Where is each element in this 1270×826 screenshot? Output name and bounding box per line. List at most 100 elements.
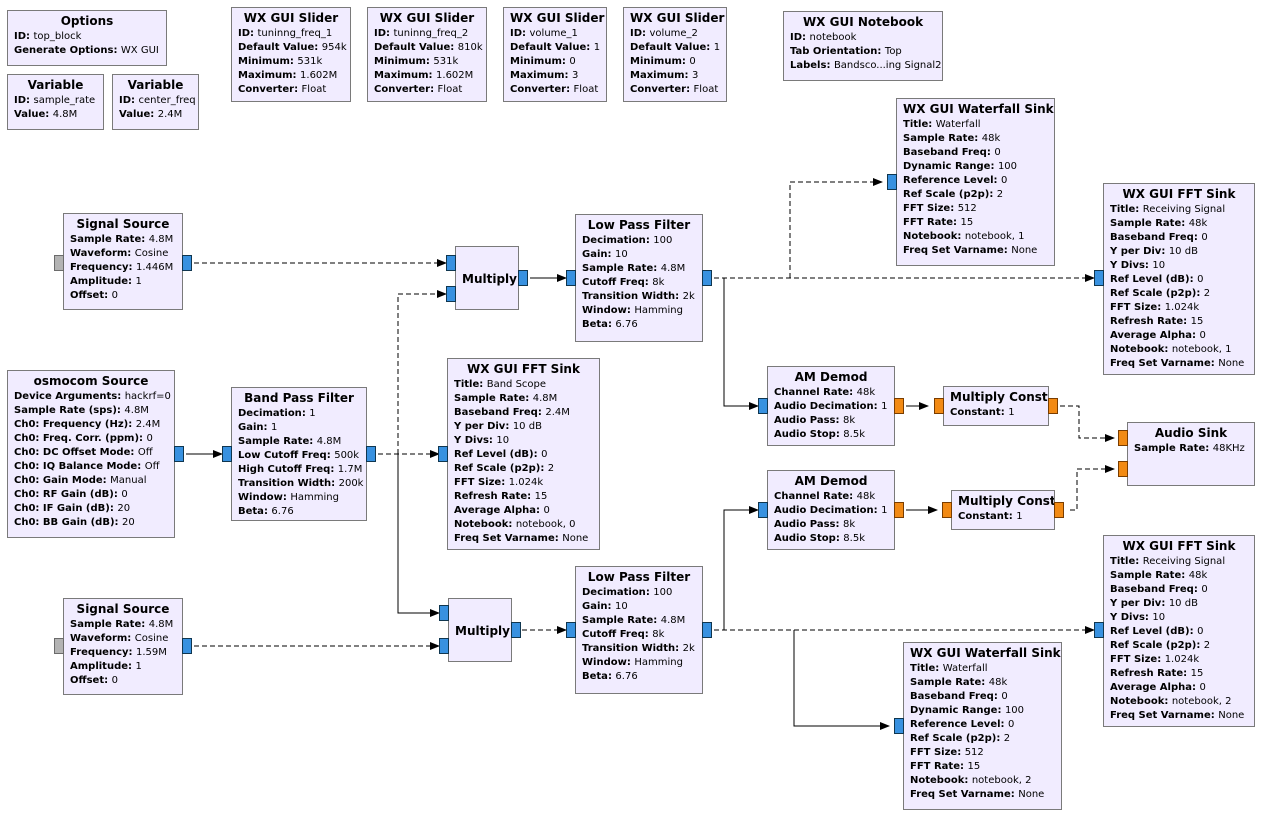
param-key: Ref Level (dB) [1110,626,1197,637]
block-param: FFT Rate15 [910,760,1055,774]
input-port[interactable] [439,605,449,621]
param-value: Hamming [290,492,339,503]
block-var-center-freq[interactable]: VariableIDcenter_freqValue2.4M [112,74,199,130]
block-param: Dynamic Range100 [910,704,1055,718]
param-value: 2 [547,463,555,474]
param-value: None [1011,245,1038,256]
block-param: Beta6.76 [238,505,360,519]
input-port[interactable] [54,638,64,654]
input-port[interactable] [758,502,768,518]
output-port[interactable] [182,638,192,654]
param-key: Sample Rate [582,615,661,626]
param-key: Cutoff Freq [582,277,652,288]
block-param: Ref Scale (p2p)2 [903,188,1048,202]
block-mult-const-1[interactable]: Multiply ConstConstant1 [943,386,1049,426]
input-port[interactable] [1094,270,1104,286]
param-value: None [1218,358,1245,369]
param-key: Maximum [510,70,572,81]
param-value: 0 [689,56,696,67]
input-port[interactable] [222,446,232,462]
output-port[interactable] [511,622,521,638]
input-port[interactable] [758,398,768,414]
block-param: ConverterFloat [510,83,600,97]
block-param: Ch0: IQ Balance ModeOff [14,460,168,474]
output-port[interactable] [894,398,904,414]
block-param: Default Value1 [510,41,600,55]
input-port[interactable] [54,255,64,271]
block-var-sample-rate[interactable]: VariableIDsample_rateValue4.8M [7,74,104,130]
block-waterfall-1[interactable]: WX GUI Waterfall SinkTitleWaterfallSampl… [896,98,1055,266]
param-key: Sample Rate [1110,218,1189,229]
input-port[interactable] [1118,430,1128,446]
param-key: ID [630,28,650,39]
block-mult-const-2[interactable]: Multiply ConstConstant1 [951,490,1055,530]
block-param: FFT Size1.024k [1110,301,1248,315]
output-port[interactable] [1048,398,1058,414]
output-port[interactable] [174,446,184,462]
input-port[interactable] [894,718,904,734]
block-waterfall-2[interactable]: WX GUI Waterfall SinkTitleWaterfallSampl… [903,642,1062,810]
block-band-pass-filter[interactable]: Band Pass FilterDecimation1Gain1Sample R… [231,387,367,521]
input-port[interactable] [887,174,897,190]
input-port[interactable] [566,622,576,638]
block-param: Freq Set VarnameNone [1110,709,1248,723]
block-fft-recv-1[interactable]: WX GUI FFT SinkTitleReceiving SignalSamp… [1103,183,1255,375]
block-param: Gain1 [238,421,360,435]
input-port[interactable] [942,502,952,518]
block-param: Average Alpha0 [1110,329,1248,343]
block-notebook[interactable]: WX GUI NotebookIDnotebookTab Orientation… [783,11,943,81]
block-param: ConverterFloat [238,83,344,97]
block-param: Freq Set VarnameNone [454,532,593,546]
block-title: Signal Source [76,602,170,616]
param-value: 1 [881,505,888,516]
block-lpf-2[interactable]: Low Pass FilterDecimation100Gain10Sample… [575,566,703,694]
input-port[interactable] [446,255,456,271]
param-value: 2 [1003,733,1011,744]
param-key: FFT Size [903,203,958,214]
param-value: 0 [1201,584,1208,595]
param-value: 1.7M [337,464,363,475]
input-port[interactable] [439,638,449,654]
input-port[interactable] [446,286,456,302]
input-port[interactable] [934,398,944,414]
block-param: IDtuninng_freq_2 [374,27,480,41]
param-key: Ch0: Freq. Corr. (ppm) [14,433,147,444]
output-port[interactable] [518,270,528,286]
input-port[interactable] [1094,622,1104,638]
output-port[interactable] [894,502,904,518]
param-key: Ch0: Gain Mode [14,475,110,486]
block-param: Maximum3 [510,69,600,83]
output-port[interactable] [182,255,192,271]
output-port[interactable] [1054,502,1064,518]
block-fft-recv-2[interactable]: WX GUI FFT SinkTitleReceiving SignalSamp… [1103,535,1255,727]
input-port[interactable] [1118,461,1128,477]
block-param: Baseband Freq0 [903,146,1048,160]
param-key: FFT Rate [910,761,967,772]
block-multiply-1[interactable]: Multiply [455,246,519,310]
output-port[interactable] [366,446,376,462]
param-key: Notebook [1110,696,1172,707]
block-param: Low Cutoff Freq500k [238,449,360,463]
output-port[interactable] [702,270,712,286]
block-multiply-2[interactable]: Multiply [448,598,512,662]
block-param: Amplitude1 [70,660,176,674]
block-lpf-1[interactable]: Low Pass FilterDecimation100Gain10Sample… [575,214,703,342]
block-param: WindowHamming [582,656,696,670]
output-port[interactable] [702,622,712,638]
block-param: IDcenter_freq [119,94,196,108]
param-key: ID [374,28,394,39]
input-port[interactable] [438,446,448,462]
input-port[interactable] [566,270,576,286]
